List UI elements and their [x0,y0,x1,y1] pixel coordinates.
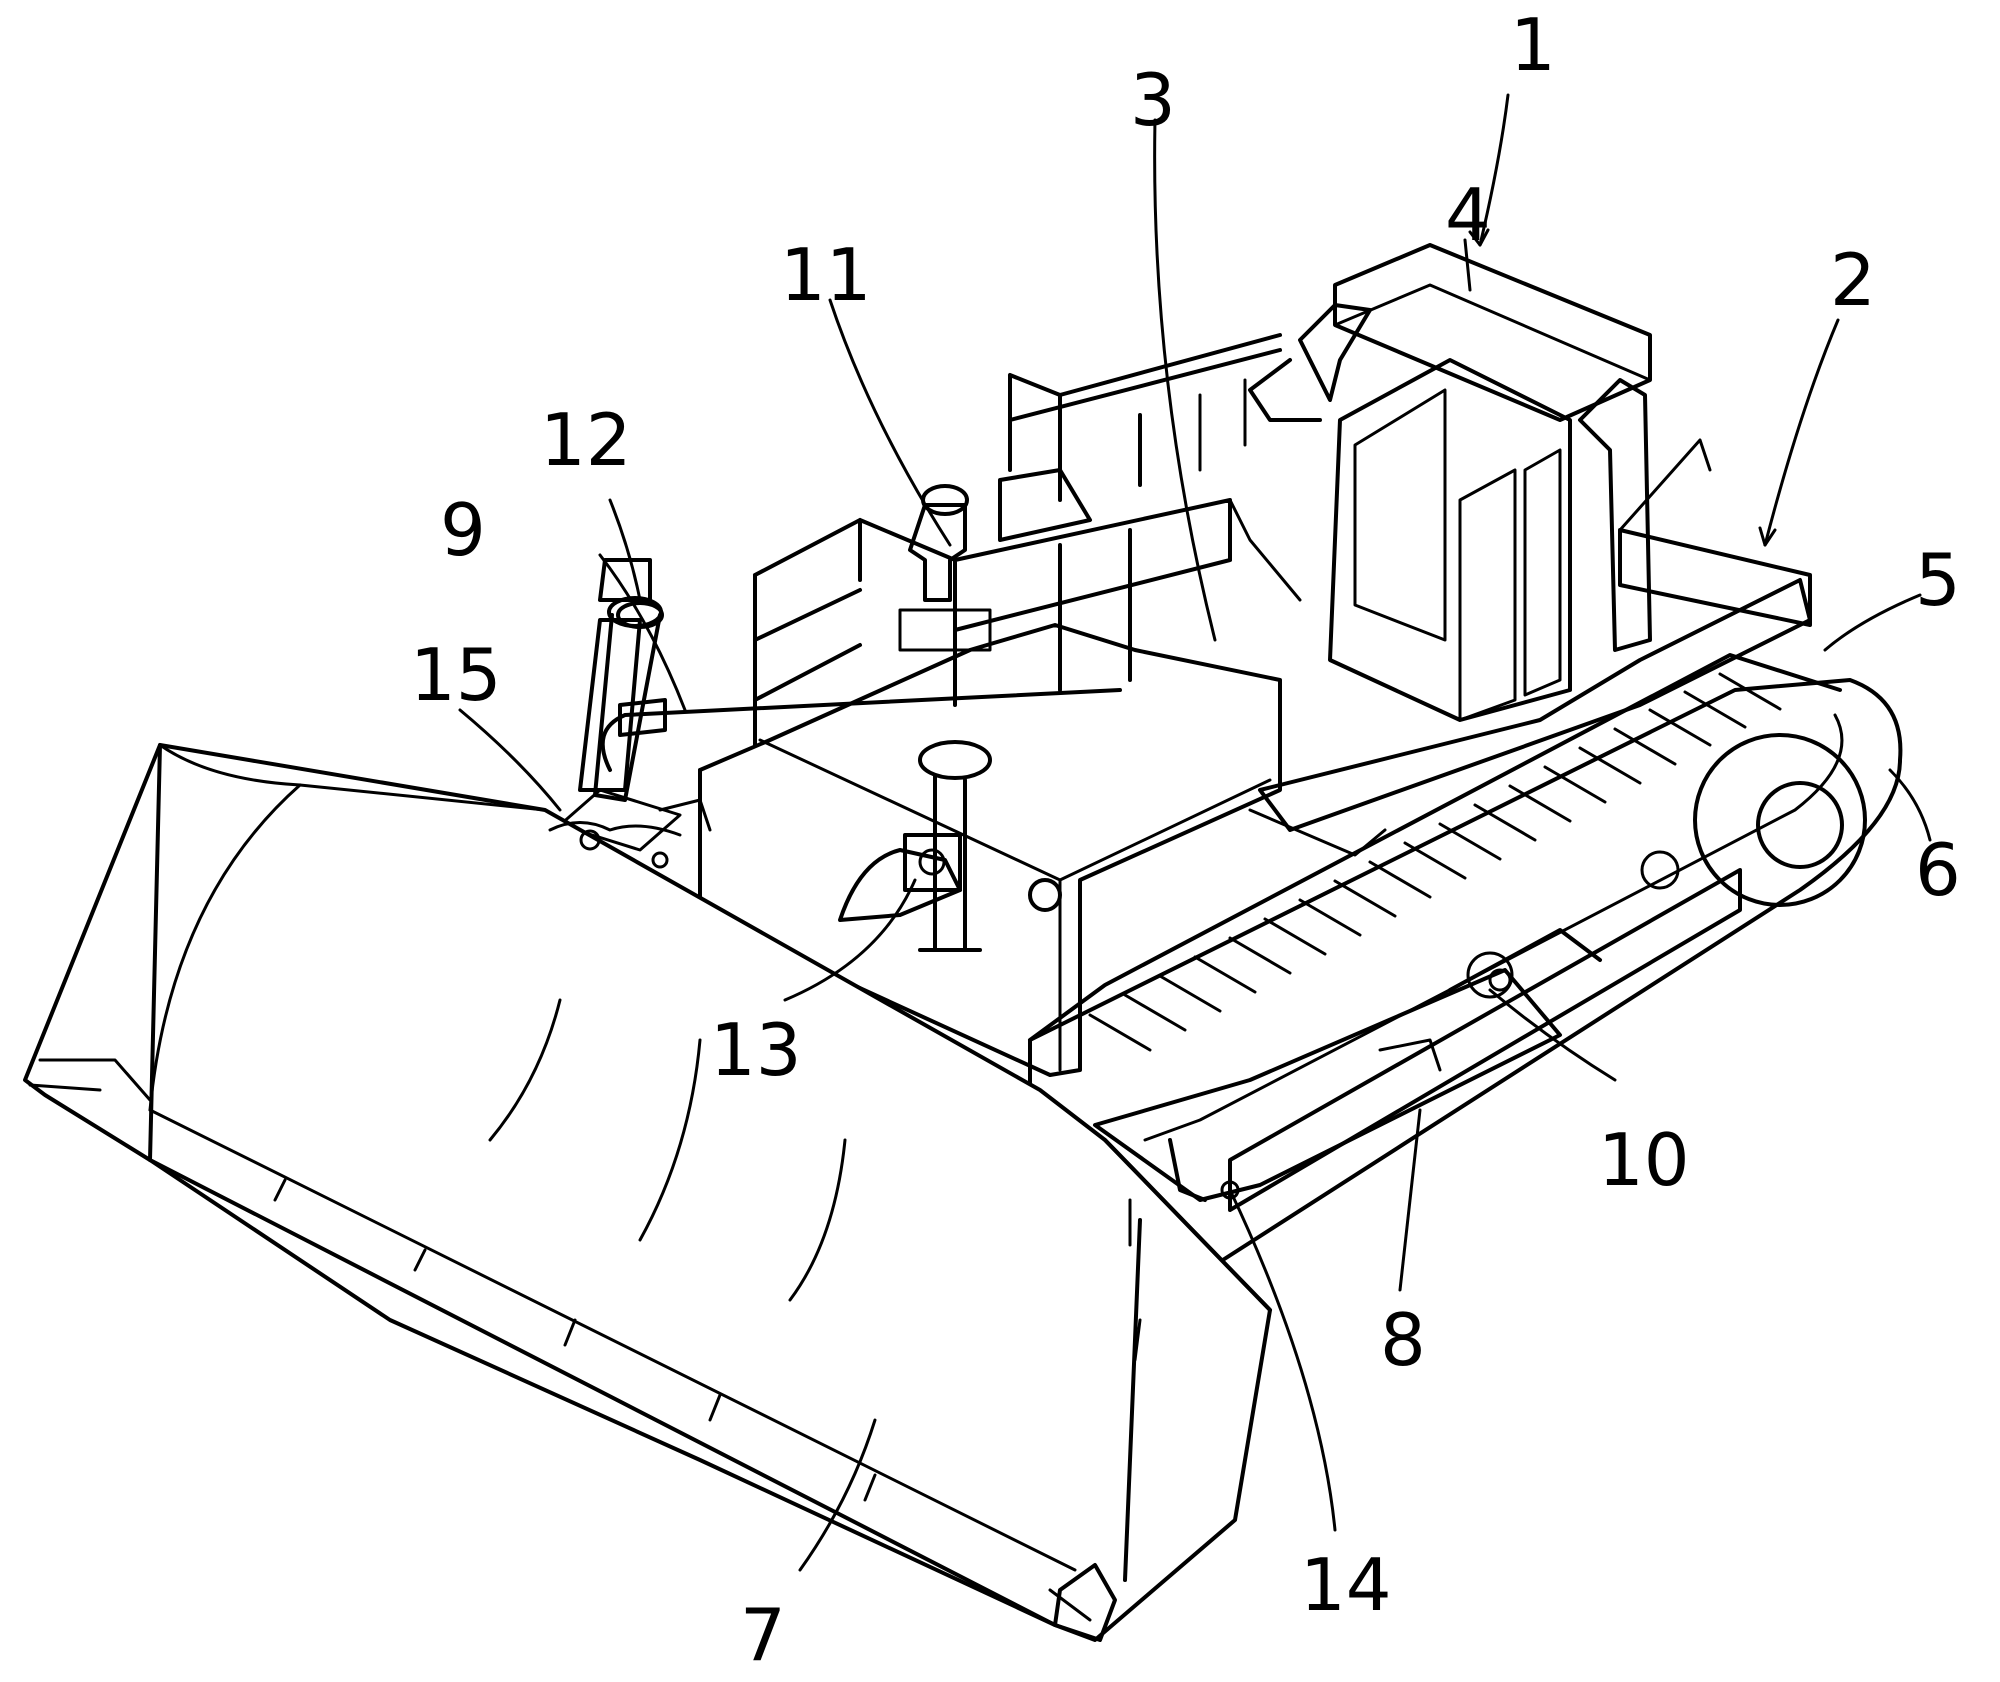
sprocket-wheel [1693,733,1867,907]
label-5: 5 [1915,538,1961,622]
label-4: 4 [1445,173,1491,257]
handrails [753,333,1302,747]
leader-4 [1463,238,1472,292]
leader-8 [1398,1108,1422,1292]
label-2: 2 [1830,238,1876,322]
leader-13 [783,878,917,1002]
leader-7 [798,1418,877,1572]
track-shoes [1088,672,1782,1052]
reference-labels: 1 2 3 4 5 6 7 8 9 10 11 12 13 14 15 [410,3,1961,1677]
label-3: 3 [1130,58,1176,142]
label-11: 11 [780,233,872,317]
label-6: 6 [1915,828,1961,912]
tilt-cylinder-left [548,596,682,869]
exhaust-stack [898,468,1092,652]
leader-2 [1763,318,1840,547]
label-7: 7 [740,1593,786,1677]
leader-lines [458,93,1932,1572]
leader-14 [1228,1188,1337,1532]
pin-hole [1028,878,1062,912]
label-9: 9 [440,488,486,572]
leader-6 [1888,768,1932,842]
blade-cutting-edge-bolts [273,1178,877,1502]
leader-1 [1478,93,1510,247]
crawler-track [1028,653,1903,1267]
label-12: 12 [540,398,632,482]
machine-body [698,438,1812,1077]
label-13: 13 [710,1008,802,1092]
lift-cylinder [600,688,1122,952]
leader-9 [598,553,687,712]
leader-15 [458,708,562,812]
label-15: 15 [410,633,502,717]
blade-contour-lines [148,783,1142,1362]
leader-3 [1153,118,1217,642]
label-14: 14 [1300,1543,1392,1627]
leader-10 [1488,988,1617,1082]
label-10: 10 [1598,1118,1690,1202]
leader-11 [828,298,952,547]
label-8: 8 [1380,1298,1426,1382]
operator-cab [1248,243,1652,722]
dozer-blade [23,743,1272,1642]
push-arm [1093,928,1602,1202]
leader-12 [608,498,642,602]
leader-5 [1823,593,1922,652]
label-1: 1 [1510,3,1556,87]
